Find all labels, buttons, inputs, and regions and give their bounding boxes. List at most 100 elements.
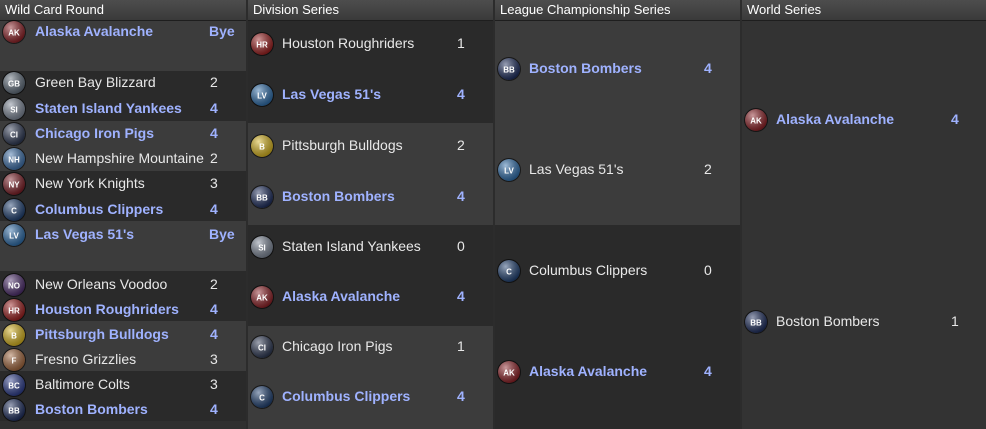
svg-text:HR: HR [8,307,20,316]
series-score: Bye [209,23,235,39]
series-score: 3 [210,376,218,392]
round-title-division-series: Division Series [248,0,493,21]
series-score: 0 [457,238,465,254]
team-name: Alaska Avalanche [35,23,154,39]
svg-text:CI: CI [10,131,18,140]
svg-text:F: F [12,357,17,366]
svg-text:LV: LV [9,232,19,241]
bracket-team-row[interactable]: C Columbus Clippers 4 [248,385,493,410]
boston-bombers-logo-icon: BB [745,311,767,333]
series-score: 4 [704,363,712,379]
matchup-cell [495,21,740,225]
team-name: Chicago Iron Pigs [35,125,155,141]
fresno-grizzlies-logo-icon: F [3,349,25,371]
series-score: 2 [210,150,218,166]
new-hampshire-mountaineers-logo-icon: NH [3,148,25,170]
svg-text:C: C [11,207,17,216]
bracket-team-row[interactable]: NH New Hampshire Mountaineers 2 [0,147,246,172]
bracket-team-row[interactable]: NY New York Knights 3 [0,172,246,197]
series-score: 4 [457,86,465,102]
svg-text:BB: BB [8,407,20,416]
svg-text:SI: SI [10,106,18,115]
svg-text:AK: AK [8,29,20,38]
matchup-cell [0,71,246,121]
boston-bombers-logo-icon: BB [3,399,25,421]
series-score: 3 [210,175,218,191]
series-score: 4 [210,201,218,217]
team-name: Columbus Clippers [35,201,164,217]
svg-text:C: C [259,394,265,403]
series-score: 4 [457,388,465,404]
columbus-clippers-logo-icon: C [251,386,273,408]
team-name: Columbus Clippers [282,388,411,404]
bracket-team-row[interactable]: AK Alaska Avalanche Bye [0,20,246,45]
series-score: 2 [210,276,218,292]
team-name: Boston Bombers [35,401,148,417]
svg-text:HR: HR [256,41,268,50]
baltimore-colts-logo-icon: BC [3,374,25,396]
series-score: 0 [704,262,712,278]
bracket-team-row[interactable]: NO New Orleans Voodoo 2 [0,273,246,298]
svg-text:AK: AK [750,117,762,126]
chicago-iron-pigs-logo-icon: CI [251,336,273,358]
team-name: New Hampshire Mountaineers [35,150,204,166]
pittsburgh-bulldogs-logo-icon: B [251,135,273,157]
svg-text:BB: BB [256,194,268,203]
svg-text:B: B [259,143,265,152]
matchup-cell [495,225,740,429]
series-score: 1 [457,338,465,354]
team-name: New Orleans Voodoo [35,276,168,292]
matchup-cell [0,371,246,421]
new-york-knights-logo-icon: NY [3,173,25,195]
series-score: 4 [457,288,465,304]
team-name: Las Vegas 51's [529,161,624,177]
bracket-team-row[interactable]: C Columbus Clippers 4 [0,198,246,223]
bracket-team-row[interactable]: GB Green Bay Blizzard 2 [0,71,246,96]
team-name: Boston Bombers [529,60,642,76]
svg-text:B: B [11,332,17,341]
las-vegas-51s-logo-icon: LV [498,159,520,181]
svg-text:NO: NO [8,282,20,291]
matchup-cell [0,121,246,171]
bracket-team-row[interactable]: BB Boston Bombers 4 [0,398,246,423]
team-name: New York Knights [35,175,145,191]
svg-text:NH: NH [8,156,20,165]
series-score: 2 [457,137,465,153]
round-title-world-series: World Series [742,0,986,21]
series-score: 4 [210,326,218,342]
svg-text:BB: BB [750,319,762,328]
alaska-avalanche-logo-icon: AK [3,21,25,43]
team-name: Green Bay Blizzard [35,74,156,90]
svg-text:GB: GB [8,80,20,89]
team-name: Boston Bombers [282,188,395,204]
svg-text:AK: AK [256,294,268,303]
round-title-league-championship: League Championship Series [495,0,740,21]
series-score: 4 [210,301,218,317]
svg-text:CI: CI [258,344,266,353]
staten-island-yankees-logo-icon: SI [3,98,25,120]
series-score: 4 [210,401,218,417]
series-score: 2 [210,74,218,90]
